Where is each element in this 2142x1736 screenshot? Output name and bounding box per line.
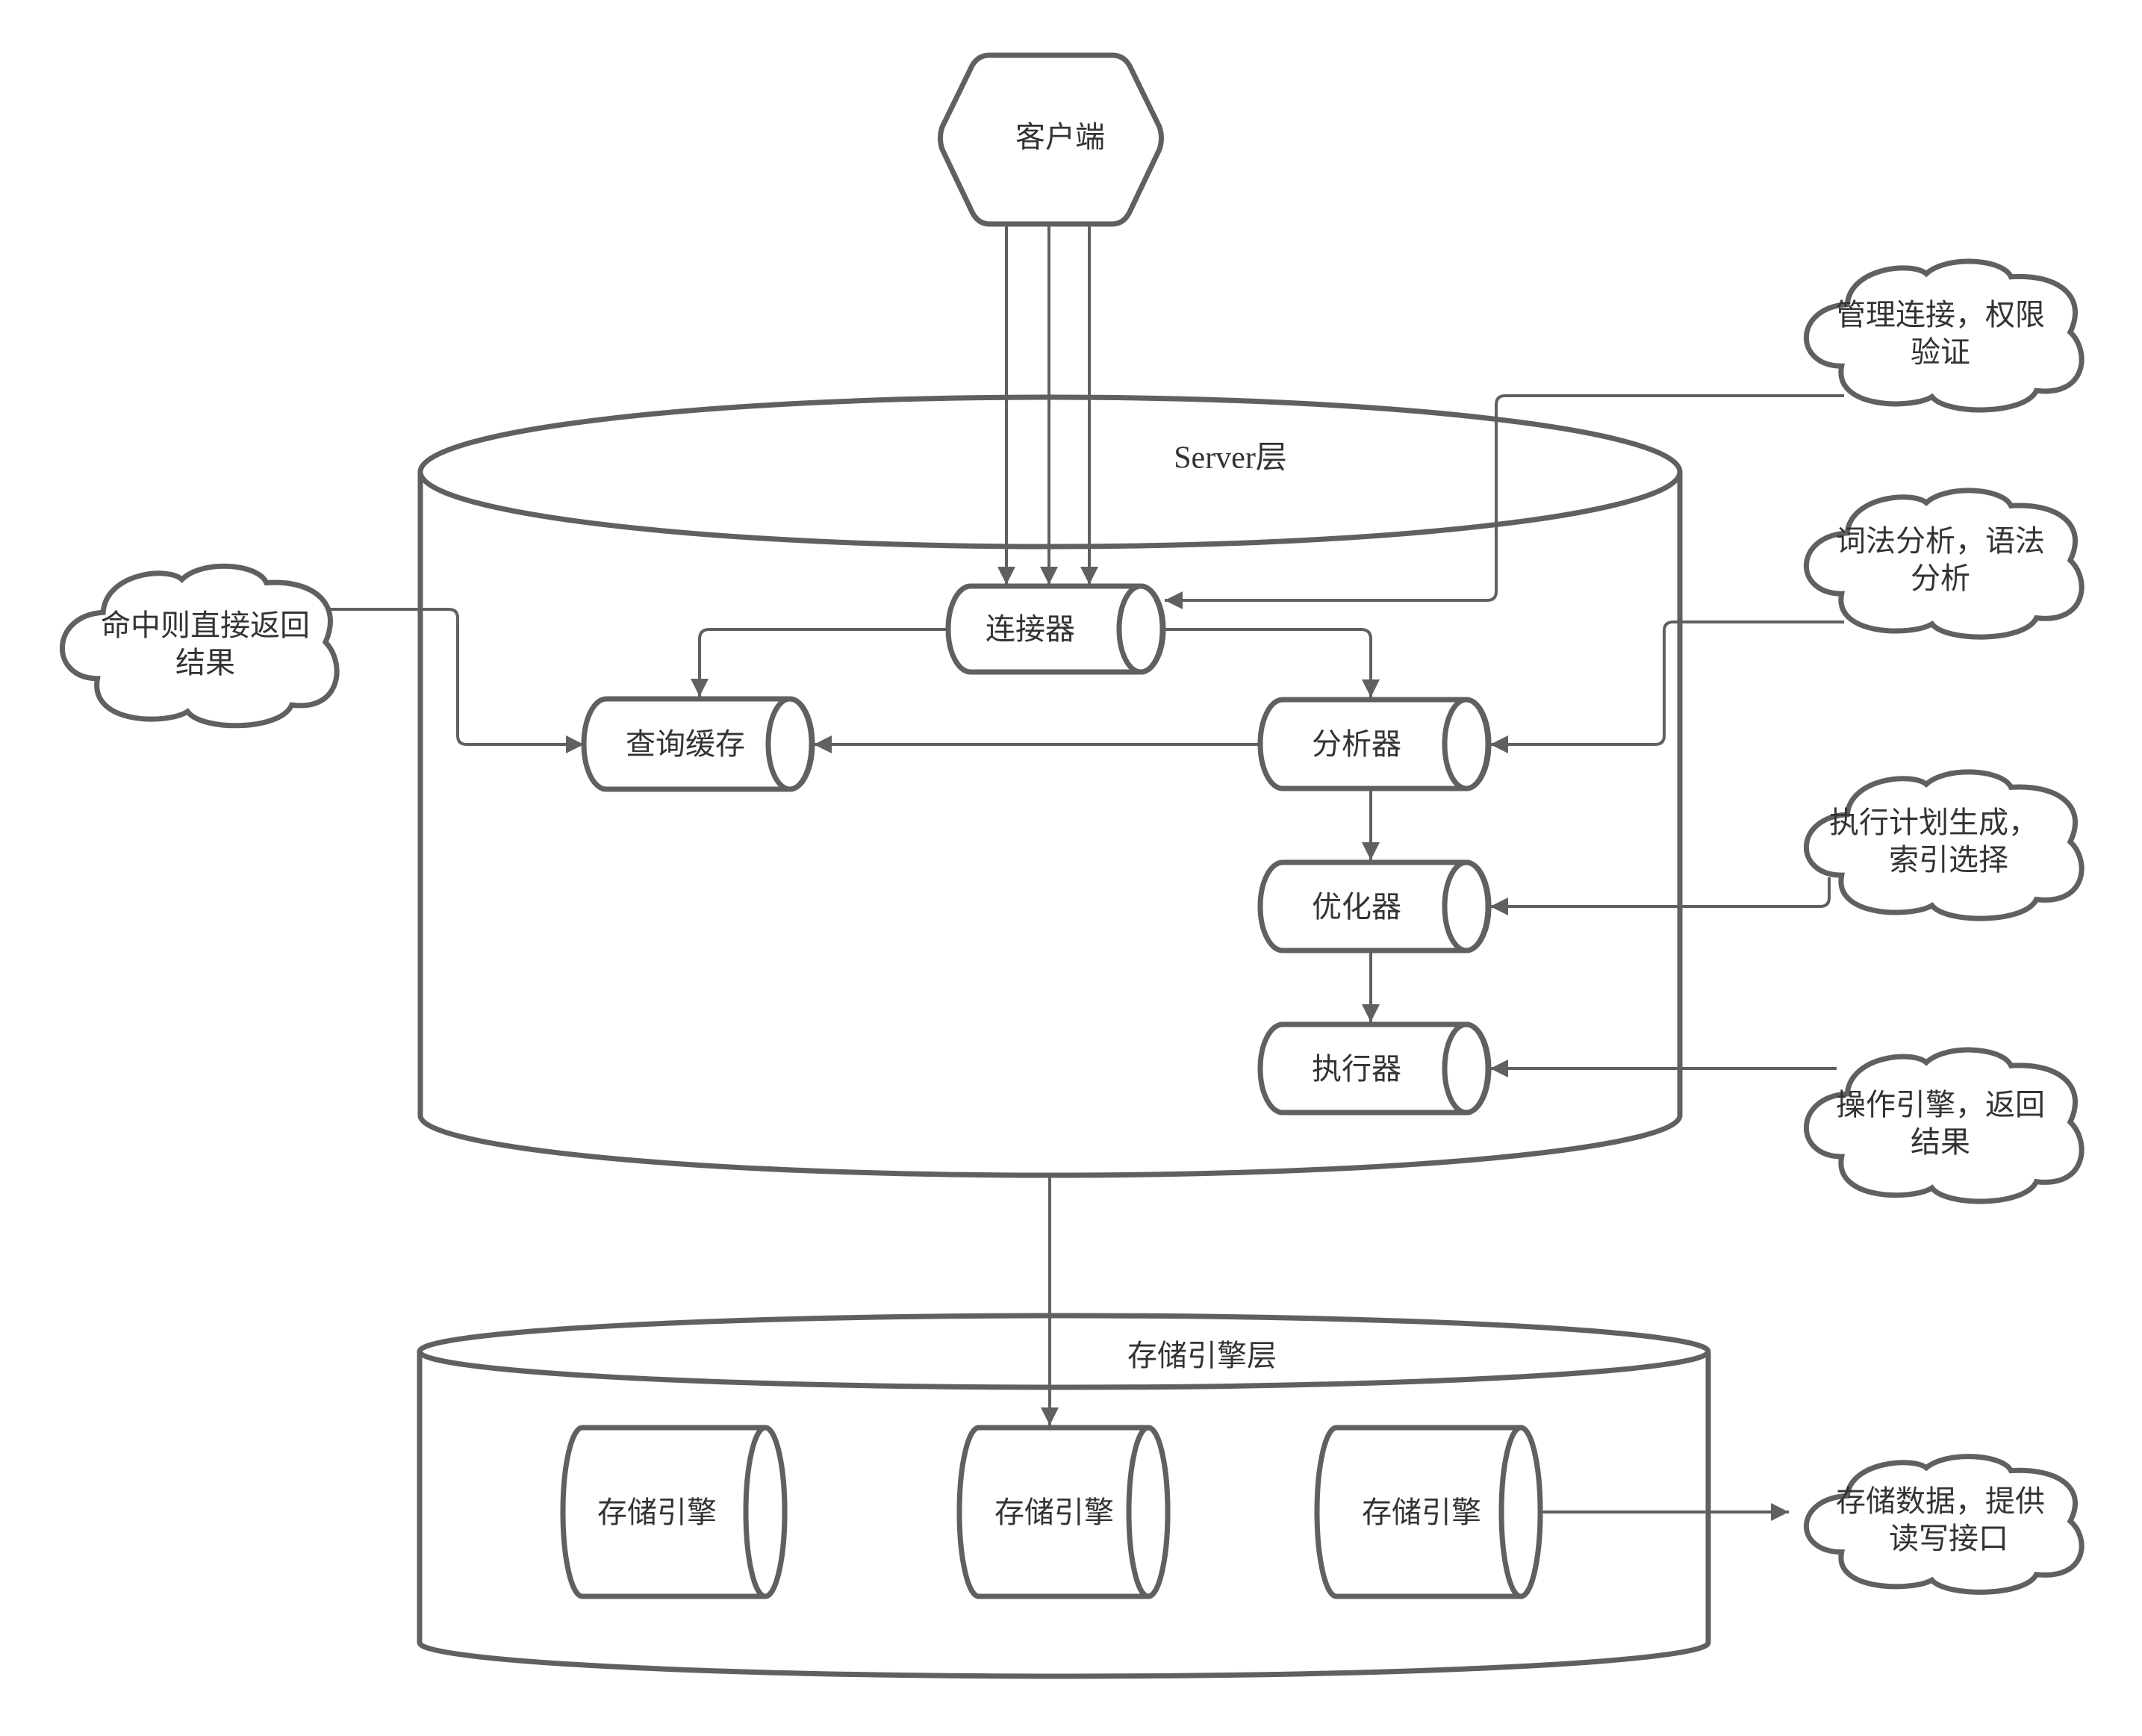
note-auth-line-2: 验证 <box>1911 335 1970 370</box>
note-executor-line-2: 结果 <box>1911 1125 1970 1160</box>
cloud-shape <box>1803 258 2085 413</box>
storage-layer-label: 存储引擎层 <box>1127 1339 1277 1373</box>
note-executor: 操作引擎，返回 结果 <box>1803 1047 2085 1204</box>
analyzer-label: 分析器 <box>1312 727 1401 762</box>
cloud-shape <box>59 563 340 729</box>
note-executor-line-1: 操作引擎，返回 <box>1836 1088 2045 1122</box>
note-cache-hit: 命中则直接返回 结果 <box>59 563 340 729</box>
storage-engine-3[interactable]: 存储引擎 <box>1314 1425 1543 1599</box>
note-lexer-line-2: 分析 <box>1911 561 1970 596</box>
note-storage-line-1: 存储数据，提供 <box>1836 1484 2045 1519</box>
client-node[interactable]: 客户端 <box>938 52 1164 227</box>
note-cache-hit-line-1: 命中则直接返回 <box>101 609 310 643</box>
client-label: 客户端 <box>1015 120 1105 155</box>
note-cache-hit-line-2: 结果 <box>175 646 235 680</box>
note-optimizer-line-1: 执行计划生成， <box>1829 806 2038 840</box>
note-lexer: 词法分析，语法 分析 <box>1803 488 2085 640</box>
cloud-shape <box>1803 1454 2085 1595</box>
note-storage-line-2: 读写接口 <box>1889 1522 2008 1556</box>
server-layer-label: Server层 <box>1174 441 1287 476</box>
note-auth: 管理连接，权限 验证 <box>1803 258 2085 413</box>
storage-engine-1[interactable]: 存储引擎 <box>560 1425 788 1599</box>
query-cache-label: 查询缓存 <box>626 727 745 762</box>
executor-node[interactable]: 执行器 <box>1257 1021 1492 1116</box>
edge-lexer-note-analyzer <box>1490 620 1844 753</box>
storage-engine-2[interactable]: 存储引擎 <box>956 1425 1171 1599</box>
analyzer-node[interactable]: 分析器 <box>1257 697 1492 791</box>
edge-optimizer-note-optimizer <box>1490 877 1831 915</box>
query-cache-node[interactable]: 查询缓存 <box>581 696 815 792</box>
cloud-shape <box>1803 488 2085 640</box>
cloud-shape <box>1803 769 2085 921</box>
note-auth-line-1: 管理连接，权限 <box>1836 298 2045 332</box>
edge-connector-analyzer <box>1162 628 1380 697</box>
client-to-connector-edges <box>997 224 1098 585</box>
optimizer-node[interactable]: 优化器 <box>1257 859 1492 953</box>
storage-engine-3-label: 存储引擎 <box>1362 1496 1481 1530</box>
optimizer-label: 优化器 <box>1312 890 1401 924</box>
edge-auth-note-connector <box>1165 394 1844 609</box>
connector-label: 连接器 <box>986 612 1075 647</box>
note-optimizer: 执行计划生成， 索引选择 <box>1803 769 2085 921</box>
edge-connector-query-cache <box>691 628 949 697</box>
connector-node[interactable]: 连接器 <box>945 583 1166 675</box>
cloud-shape <box>1803 1047 2085 1204</box>
note-lexer-line-1: 词法分析，语法 <box>1836 524 2045 559</box>
edge-cache-hit-note-query-cache <box>329 608 584 753</box>
storage-engine-1-label: 存储引擎 <box>597 1496 717 1530</box>
note-storage: 存储数据，提供 读写接口 <box>1803 1454 2085 1595</box>
executor-label: 执行器 <box>1312 1052 1401 1086</box>
note-optimizer-line-2: 索引选择 <box>1889 843 2008 877</box>
storage-engine-2-label: 存储引擎 <box>994 1496 1114 1530</box>
